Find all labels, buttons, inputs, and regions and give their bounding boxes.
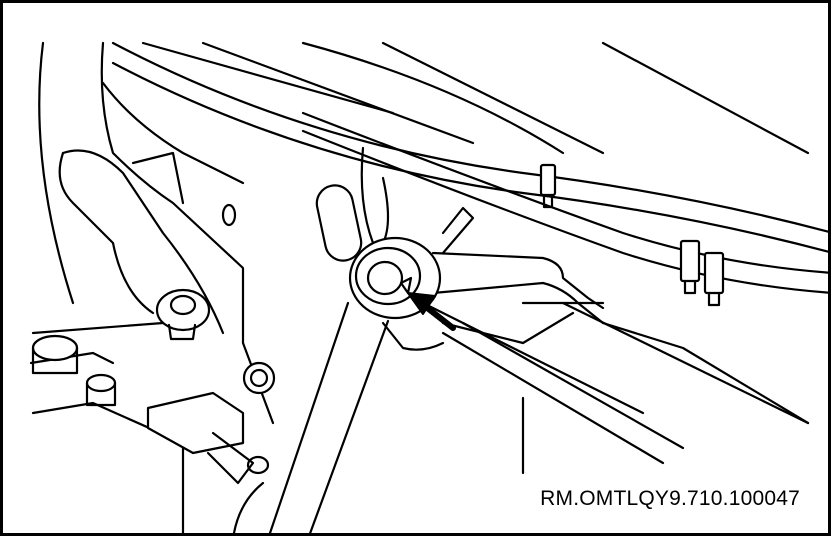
lower-diagonal-lines	[421, 301, 810, 475]
hose-clip-center	[679, 239, 701, 295]
hose-clip-left	[539, 163, 557, 209]
center-strut	[268, 146, 475, 533]
bolt-head	[242, 361, 276, 395]
hose-clip-right	[703, 251, 725, 307]
upper-panel-lines	[141, 41, 810, 155]
mount-slot	[315, 184, 363, 262]
arrow-icon	[407, 292, 456, 331]
hose-bundle	[111, 41, 828, 294]
left-frame-arm	[38, 41, 275, 425]
line-art-diagram	[29, 41, 828, 533]
lower-left-components	[29, 321, 270, 533]
reference-code: RM.OMTLQY9.710.100047	[538, 487, 802, 511]
